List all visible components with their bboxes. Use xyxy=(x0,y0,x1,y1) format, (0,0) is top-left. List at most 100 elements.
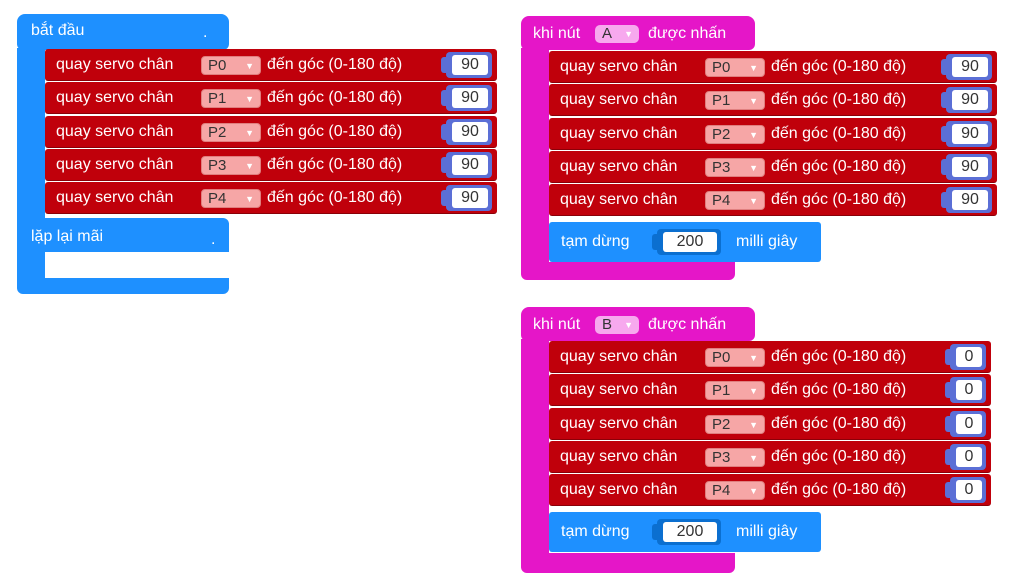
chevron-down-icon: ▼ xyxy=(749,486,758,497)
angle-input-notch xyxy=(441,190,447,207)
servo-pin-dropdown[interactable]: P2 ▼ xyxy=(705,414,765,434)
angle-value-input[interactable]: 90 xyxy=(452,88,488,109)
angle-value-input[interactable]: 90 xyxy=(452,121,488,142)
servo-pin-value: P0 xyxy=(712,349,731,366)
servo-pin-value: P0 xyxy=(208,57,227,74)
servo-suffix: đến góc (0-180 độ) xyxy=(267,56,403,73)
chevron-down-icon: ▼ xyxy=(245,194,254,205)
button-b-dropdown[interactable]: B ▼ xyxy=(595,316,639,334)
servo-pin-value: P2 xyxy=(712,415,731,433)
pause-label: tạm dừng xyxy=(561,523,630,540)
pause-value-input[interactable]: 200 xyxy=(663,232,717,252)
servo-prefix: quay servo chân xyxy=(560,381,678,399)
servo-pin-dropdown[interactable]: P0▼ xyxy=(705,58,765,77)
angle-input-wrap: 90 xyxy=(446,52,492,78)
servo-block[interactable]: quay servo chân P3 ▼ đến góc (0-180 độ) 90 xyxy=(45,148,497,181)
pause-input-notch xyxy=(652,234,658,250)
chevron-down-icon: ▼ xyxy=(245,160,254,171)
angle-input-notch xyxy=(945,448,951,465)
angle-value-input[interactable]: 90 xyxy=(452,154,488,175)
servo-pin-dropdown[interactable]: P2 ▼ xyxy=(201,122,261,142)
servo-pin-dropdown[interactable]: P1▼ xyxy=(705,381,765,401)
servo-suffix: đến góc (0-180 độ) xyxy=(771,348,907,365)
chevron-down-icon: ▼ xyxy=(749,419,758,430)
angle-value-input[interactable]: 90 xyxy=(452,188,488,209)
servo-pin-dropdown[interactable]: P3▼ xyxy=(705,447,765,467)
chevron-down-icon: ▼ xyxy=(749,162,758,173)
button-b-event[interactable]: khi nút B ▼ được nhấn xyxy=(521,307,755,341)
angle-input-notch xyxy=(941,92,947,109)
angle-value-input[interactable]: 90 xyxy=(952,123,988,144)
servo-suffix: đến góc (0-180 độ) xyxy=(267,89,403,107)
servo-pin-dropdown[interactable]: P0▼ xyxy=(705,348,765,367)
button-a-arm xyxy=(521,48,549,268)
servo-suffix: đến góc (0-180 độ) xyxy=(267,122,403,140)
angle-value-input[interactable]: 0 xyxy=(956,480,982,501)
servo-pin-dropdown[interactable]: P1 ▼ xyxy=(705,91,765,111)
servo-prefix: quay servo chân xyxy=(56,155,174,173)
servo-pin-value: P3 xyxy=(208,156,227,174)
button-b-pause-block[interactable]: tạm dừng 200 milli giây xyxy=(549,512,821,552)
angle-value-input[interactable]: 90 xyxy=(952,90,988,111)
angle-value-input[interactable]: 0 xyxy=(956,347,982,367)
servo-prefix: quay servo chân xyxy=(560,124,678,142)
pause-value-input[interactable]: 200 xyxy=(663,522,717,542)
button-a-event[interactable]: khi nút A ▼ được nhấn xyxy=(521,16,755,50)
angle-value-input[interactable]: 0 xyxy=(956,446,982,467)
angle-value-input[interactable]: 90 xyxy=(952,57,988,77)
angle-input-wrap: 0 xyxy=(950,377,986,404)
loop-block-arm xyxy=(17,250,45,280)
angle-value-input[interactable]: 0 xyxy=(956,380,982,401)
angle-value-input[interactable]: 90 xyxy=(452,55,488,75)
button-a-pause-block[interactable]: tạm dừng 200 milli giây xyxy=(549,222,821,262)
servo-prefix: quay servo chân xyxy=(56,56,174,73)
chevron-down-icon: ▼ xyxy=(245,127,254,138)
servo-suffix: đến góc (0-180 độ) xyxy=(771,191,907,209)
chevron-down-icon: ▼ xyxy=(749,96,758,107)
button-a-dropdown[interactable]: A ▼ xyxy=(595,25,639,43)
servo-pin-dropdown[interactable]: P4▼ xyxy=(201,189,261,209)
start-block[interactable]: bắt đầu . xyxy=(17,14,229,50)
angle-input-notch xyxy=(941,59,947,75)
angle-value-input[interactable]: 0 xyxy=(956,413,982,434)
servo-suffix: đến góc (0-180 độ) xyxy=(267,189,403,207)
angle-value-input[interactable]: 90 xyxy=(952,190,988,211)
angle-value-input[interactable]: 90 xyxy=(952,156,988,177)
angle-input-wrap: 90 xyxy=(946,87,992,114)
servo-pin-dropdown[interactable]: P0▼ xyxy=(201,56,261,75)
servo-pin-dropdown[interactable]: P1▼ xyxy=(201,89,261,109)
servo-pin-dropdown[interactable]: P3 ▼ xyxy=(705,157,765,177)
loop-block[interactable]: lặp lại mãi . xyxy=(17,218,229,252)
servo-pin-value: P1 xyxy=(712,92,731,110)
servo-pin-value: P3 xyxy=(712,448,731,466)
servo-pin-value: P3 xyxy=(712,158,731,176)
angle-input-notch xyxy=(441,90,447,107)
servo-pin-dropdown[interactable]: P4▼ xyxy=(705,481,765,501)
servo-pin-value: P2 xyxy=(208,123,227,141)
pause-input-notch xyxy=(652,524,658,540)
angle-input-wrap: 90 xyxy=(446,118,492,145)
chevron-down-icon: ▼ xyxy=(749,196,758,207)
start-block-arm xyxy=(17,48,45,220)
servo-block[interactable]: quay servo chân P0▼ đến góc (0-180 độ) 90 xyxy=(45,49,497,81)
servo-pin-dropdown[interactable]: P4▼ xyxy=(705,191,765,211)
angle-input-notch xyxy=(941,125,947,142)
servo-pin-dropdown[interactable]: P2▼ xyxy=(705,124,765,144)
chevron-down-icon: ▼ xyxy=(749,129,758,140)
servo-suffix: đến góc (0-180 độ) xyxy=(267,155,403,173)
angle-input-wrap: 90 xyxy=(446,85,492,112)
servo-pin-dropdown[interactable]: P3 ▼ xyxy=(201,155,261,175)
